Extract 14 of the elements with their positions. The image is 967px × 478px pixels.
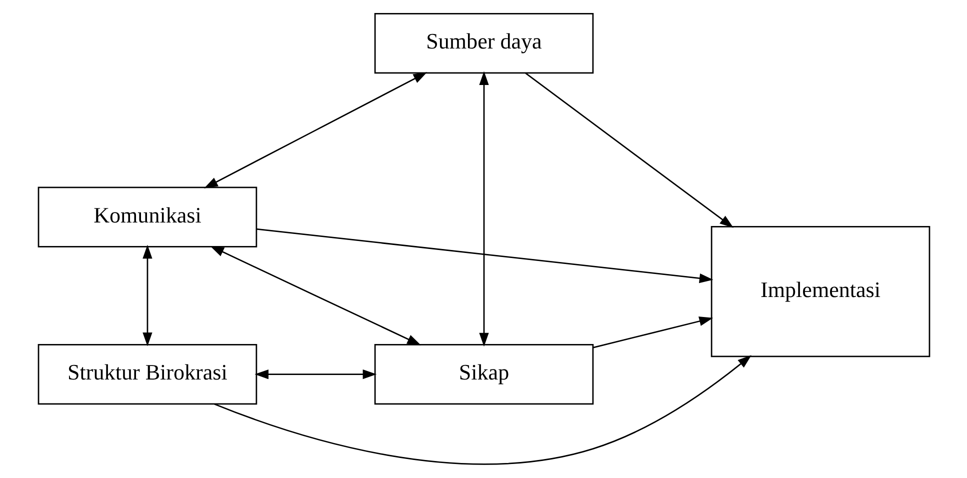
arrow (214, 355, 751, 465)
arrow (592, 316, 713, 348)
node-box: Implementasi (710, 226, 930, 358)
arrow (524, 72, 734, 228)
arrow (204, 72, 427, 188)
arrow (254, 369, 376, 380)
node-box: Sikap (374, 344, 594, 405)
arrow (210, 246, 421, 346)
arrow (142, 244, 152, 346)
arrow (478, 71, 488, 347)
node-box: Struktur Birokrasi (37, 344, 257, 405)
node-box: Komunikasi (37, 186, 257, 248)
arrow (256, 228, 713, 284)
node-box: Sumber daya (374, 12, 594, 74)
